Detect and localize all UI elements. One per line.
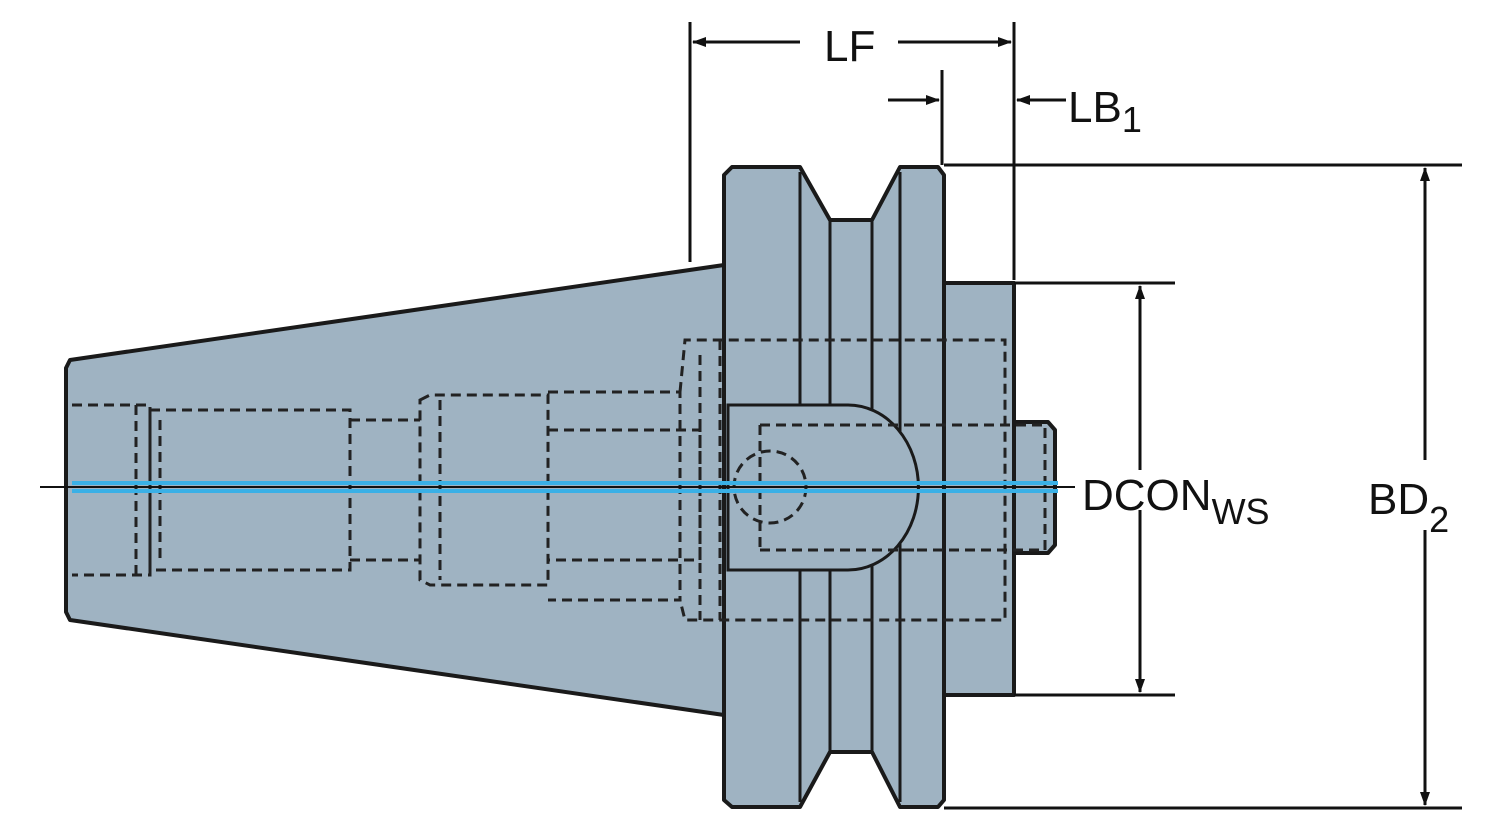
label-dcon-ws: DCONWS [1082, 471, 1270, 532]
centerline [40, 481, 1075, 493]
label-bd2: BD2 [1368, 475, 1449, 540]
dimension-bd2 [944, 163, 1462, 810]
label-lb1: LB1 [1068, 83, 1142, 140]
dimension-lb1 [888, 70, 1066, 165]
label-lf: LF [824, 22, 875, 71]
dimension-dcon-ws [1014, 281, 1175, 697]
dimension-lf [688, 22, 1016, 280]
